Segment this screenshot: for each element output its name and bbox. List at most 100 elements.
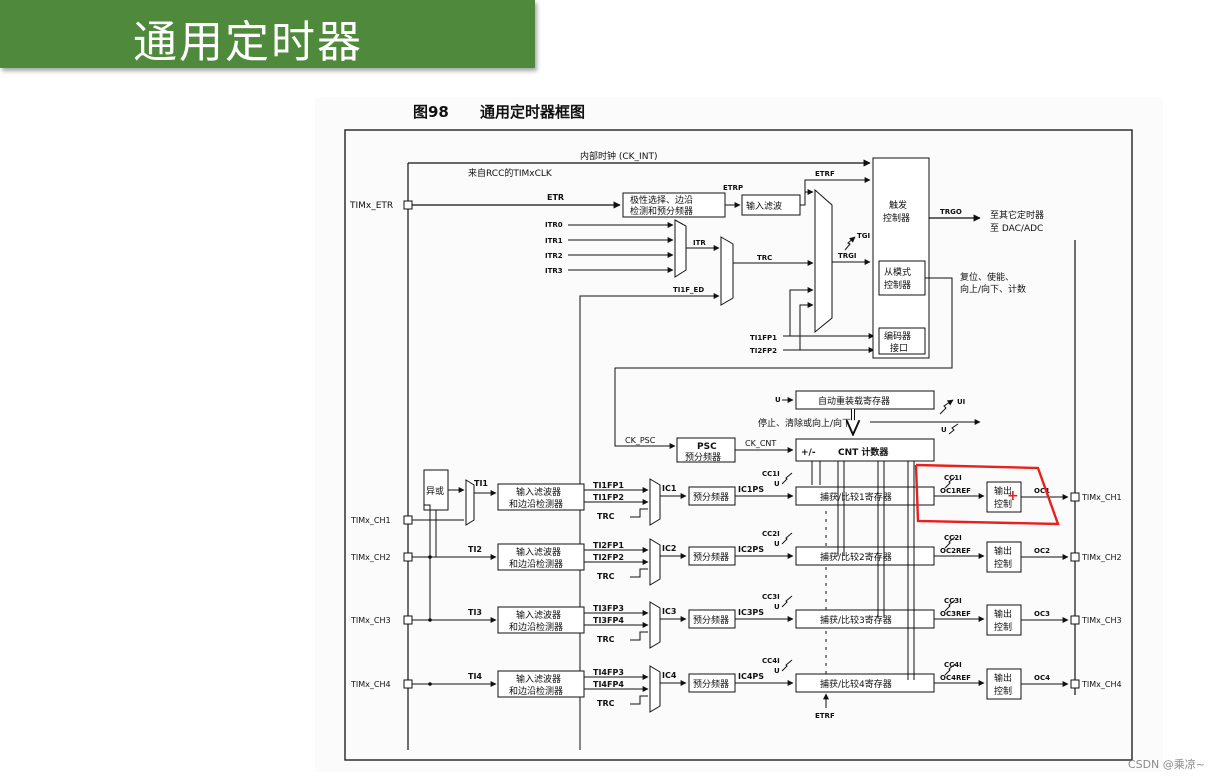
slide-title-banner: 通用定时器 bbox=[0, 0, 535, 68]
output-control-line-2: 控制 bbox=[994, 558, 1012, 570]
u-label: U bbox=[774, 540, 780, 548]
ti2fp2-label: TI2FP2 bbox=[750, 347, 777, 355]
etrf-bottom-label: ETRF bbox=[815, 712, 835, 720]
ocref-label: OC4REF bbox=[940, 674, 971, 682]
tgi-arrow bbox=[844, 236, 856, 251]
output-pin-label: TIMx_CH1 bbox=[1081, 493, 1122, 502]
output-pin-label: TIMx_CH3 bbox=[1081, 616, 1122, 625]
oc-label: OC3 bbox=[1034, 610, 1050, 618]
stop-clear-label: 停止、清除或向上/向下 bbox=[758, 417, 851, 429]
ic-mux bbox=[649, 478, 661, 526]
input-pin bbox=[403, 552, 413, 562]
input-filter-edge-detector bbox=[497, 670, 585, 698]
trc-line bbox=[630, 568, 648, 578]
output-control-line-1: 输出 bbox=[994, 608, 1012, 620]
output-control-line-2: 控制 bbox=[994, 621, 1012, 633]
encoder-line-1: 编码器 bbox=[884, 330, 911, 342]
xor-label: 异或 bbox=[426, 485, 444, 497]
channel-1: TIMx_CH1TI1输入滤波器和边沿检测器TI1FP1TI1FP2TRCIC1… bbox=[350, 470, 1122, 526]
trgo-label: TRGO bbox=[940, 208, 962, 216]
trigger-controller-block bbox=[872, 157, 930, 359]
fp-b-label: TI4FP4 bbox=[593, 680, 624, 689]
ti-label: TI1 bbox=[474, 479, 488, 488]
cnt-label: CNT 计数器 bbox=[838, 446, 889, 458]
ti-label: TI4 bbox=[468, 672, 482, 681]
trc-label: TRC bbox=[597, 635, 615, 644]
ocref-label: OC1REF bbox=[940, 487, 971, 495]
slave-mode-block bbox=[878, 260, 926, 296]
cci-arrow bbox=[781, 532, 793, 545]
cci-label: CC4I bbox=[762, 657, 780, 665]
trc-line bbox=[630, 631, 648, 641]
ck-cnt-label: CK_CNT bbox=[745, 439, 776, 448]
ic-mux bbox=[649, 601, 661, 649]
auto-reload-register bbox=[795, 390, 935, 410]
u-cnt-arrow bbox=[948, 423, 959, 435]
ti1fp1-label: TI1FP1 bbox=[750, 334, 777, 342]
trc-label: TRC bbox=[597, 572, 615, 581]
u-label: U bbox=[774, 480, 780, 488]
output-control-line-2: 控制 bbox=[994, 685, 1012, 697]
ti1f-ed-line bbox=[579, 293, 720, 750]
ic-mux bbox=[649, 538, 661, 586]
psc-line-2: 预分频器 bbox=[685, 451, 721, 463]
input-filter-label: 输入滤波 bbox=[746, 200, 782, 212]
cc-out-arrow bbox=[944, 476, 956, 489]
psc-block bbox=[676, 437, 736, 463]
filter-line-1: 输入滤波器 bbox=[516, 609, 561, 621]
u-cnt-label: U bbox=[941, 426, 947, 434]
highlight-annotation bbox=[914, 463, 1060, 526]
encoder-block bbox=[878, 327, 926, 355]
icps-label: IC1PS bbox=[738, 485, 764, 494]
etrp-label: ETRP bbox=[723, 184, 743, 192]
fp-b-label: TI3FP4 bbox=[593, 616, 624, 625]
fp-b-label: TI2FP2 bbox=[593, 553, 624, 562]
oc-label: OC2 bbox=[1034, 547, 1050, 555]
cnt-counter-block bbox=[795, 438, 935, 462]
trgi-mux bbox=[814, 188, 833, 334]
input-filter-edge-detector bbox=[497, 606, 585, 634]
ti-label: TI2 bbox=[468, 545, 482, 554]
output-pin-label: TIMx_CH2 bbox=[1081, 553, 1122, 562]
tgi-label: TGI bbox=[857, 232, 870, 240]
slave-ctrl-line-1: 从模式 bbox=[884, 266, 911, 278]
auto-reload-label: 自动重装载寄存器 bbox=[818, 395, 890, 407]
ic-mux bbox=[649, 665, 661, 713]
u-label: U bbox=[774, 603, 780, 611]
output-control-line-1: 输出 bbox=[994, 672, 1012, 684]
cci-label: CC2I bbox=[762, 530, 780, 538]
cc-out-label: CC2I bbox=[944, 534, 962, 542]
ui-arrow bbox=[939, 399, 954, 415]
itr3-label: ITR3 bbox=[545, 267, 563, 275]
trc-label: TRC bbox=[757, 254, 772, 262]
figure-panel bbox=[315, 97, 1163, 772]
slave-out-line bbox=[614, 277, 953, 449]
input-pin bbox=[403, 615, 413, 625]
input-pin bbox=[403, 515, 413, 525]
input-filter-edge-detector bbox=[497, 483, 585, 511]
u-label: U bbox=[774, 667, 780, 675]
trc-line bbox=[630, 695, 648, 705]
ocref-label: OC3REF bbox=[940, 610, 971, 618]
ui-label: UI bbox=[957, 398, 965, 406]
cc-out-arrow bbox=[944, 663, 956, 676]
pin-label: TIMx_CH3 bbox=[350, 616, 391, 625]
filter-line-2: 和边沿检测器 bbox=[509, 498, 563, 510]
icps-label: IC2PS bbox=[738, 545, 764, 554]
rcc-label: 来自RCC的TIMxCLK bbox=[468, 167, 553, 179]
itr2-label: ITR2 bbox=[545, 252, 563, 260]
cc-out-label: CC3I bbox=[944, 597, 962, 605]
cnt-sign: +/- bbox=[801, 448, 816, 458]
prescaler-label: 预分频器 bbox=[693, 551, 729, 563]
trgo-dest-1: 至其它定时器 bbox=[990, 209, 1044, 221]
filter-line-1: 输入滤波器 bbox=[516, 486, 561, 498]
polarity-block bbox=[622, 192, 726, 218]
output-pin-label: TIMx_CH4 bbox=[1081, 680, 1122, 689]
filter-line-2: 和边沿检测器 bbox=[509, 558, 563, 570]
output-pin bbox=[1070, 552, 1080, 562]
cci-arrow bbox=[781, 659, 793, 672]
encoder-line-2: 接口 bbox=[890, 342, 908, 354]
